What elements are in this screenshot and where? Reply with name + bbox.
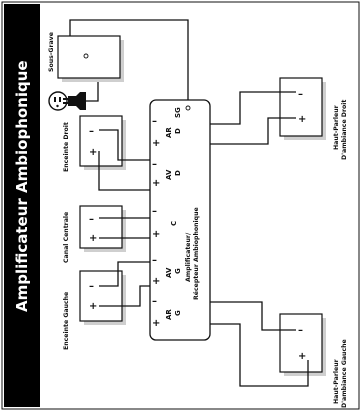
- rear-right-label-line2: D'ambiance Droit: [341, 100, 348, 160]
- ar-d-plus: +: [152, 138, 160, 149]
- amplifier-box: [149, 99, 211, 341]
- front-left-label: Enceinte Gauche: [63, 292, 70, 350]
- rear-right-plus: +: [298, 114, 306, 125]
- front-left-minus: –: [89, 281, 94, 292]
- c-plus: +: [152, 229, 160, 240]
- amp-label-line2: Récepteur Ambiophonique: [192, 207, 200, 300]
- terminal-ar-d-2: D: [174, 128, 182, 134]
- terminal-sg: SG: [174, 107, 182, 118]
- rear-left-plus: +: [298, 351, 306, 362]
- front-right-minus: –: [89, 126, 94, 137]
- center-minus: –: [89, 214, 94, 225]
- center-label: Canal Centrale: [63, 212, 70, 263]
- rear-left-label-line1: Haut-Parleur: [333, 358, 340, 404]
- subwoofer-jack: [83, 53, 89, 59]
- subwoofer-box: [57, 35, 121, 79]
- amp-label-line1: Amplificateur/: [185, 232, 192, 282]
- sg-jack: [185, 105, 191, 111]
- front-right-label: Enceinte Droit: [63, 122, 70, 172]
- subwoofer-label: Sous-Grave: [48, 32, 55, 72]
- rear-left-label-line2: D'ambiance Gauche: [341, 339, 348, 408]
- terminal-ar-g-2: G: [174, 310, 182, 316]
- terminal-av-d-1: AV: [165, 169, 173, 180]
- rear-left-speaker: [279, 313, 323, 373]
- rear-right-speaker: [279, 77, 323, 137]
- av-g-plus: +: [152, 276, 160, 287]
- rear-right-label-line1: Haut-Parleur: [333, 104, 340, 150]
- terminal-av-d-2: D: [174, 170, 182, 176]
- center-plus: +: [89, 233, 97, 244]
- terminal-av-g-2: G: [174, 268, 182, 274]
- terminal-av-g-1: AV: [165, 267, 173, 278]
- rear-right-minus: –: [298, 89, 303, 100]
- title-bar: [4, 4, 40, 407]
- ar-g-minus: –: [152, 296, 157, 307]
- av-g-minus: –: [152, 255, 157, 266]
- terminal-c: C: [170, 221, 178, 226]
- center-speaker: [79, 205, 123, 249]
- front-left-speaker: [79, 270, 123, 322]
- plug-icon: [63, 92, 86, 110]
- front-left-plus: +: [89, 301, 97, 312]
- terminal-ar-g-1: AR: [165, 309, 173, 320]
- ar-d-minus: –: [152, 116, 157, 127]
- terminal-ar-d-1: AR: [165, 127, 173, 138]
- ar-g-plus: +: [152, 318, 160, 329]
- rear-left-minus: –: [298, 325, 303, 336]
- front-right-plus: +: [89, 147, 97, 158]
- c-minus: –: [152, 206, 157, 217]
- av-d-plus: +: [152, 178, 160, 189]
- av-d-minus: –: [152, 159, 157, 170]
- outlet-icon: [48, 91, 68, 111]
- page-title: Amplificateur Ambiophonique: [13, 60, 31, 312]
- front-right-speaker: [79, 115, 123, 167]
